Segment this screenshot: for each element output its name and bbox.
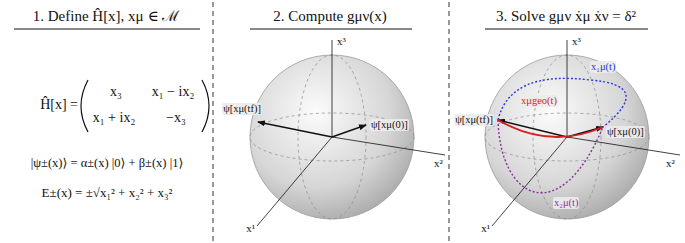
panel-divider (449, 2, 450, 241)
formula: E±(x) = ±√x₁² + x₂² + x₃² (42, 186, 173, 200)
axis-label: x² (434, 157, 443, 169)
state-label: ψ[xμ(0)] (606, 126, 645, 138)
bloch-sphere (485, 40, 680, 226)
matrix-entry: −x₃ (166, 110, 186, 125)
formula: Ĥ[x] = (40, 97, 78, 112)
path-label: x₂μ(t) (553, 197, 579, 209)
heading-underline (14, 29, 200, 30)
panel-divider (213, 2, 214, 241)
bloch-sphere (250, 40, 445, 226)
path-label: xμgeo(t) (520, 95, 558, 107)
state-label: ψ[xμ(0)] (370, 119, 409, 131)
path-curve (498, 78, 626, 127)
axis-label: x¹ (481, 222, 490, 234)
state-label: ψ[xμ(tf)] (454, 114, 494, 126)
panel-heading: 3. Solve gμν ẋμ ẋν = δ² (496, 8, 636, 25)
heading-underline (485, 29, 648, 30)
matrix-entry: x₁ + ix₂ (93, 110, 136, 125)
path-curve (498, 120, 603, 193)
state-label: ψ[xμ(tf)] (222, 103, 262, 115)
panel-heading: 1. Define Ĥ[x], xμ ∈ ℳ (33, 8, 180, 25)
geodesic-curve (498, 120, 603, 137)
formula: |ψ±(x)⟩ = α±(x) |0⟩ + β±(x) |1⟩ (31, 157, 184, 171)
panel-heading: 2. Compute gμν(x) (273, 8, 387, 25)
path-label: x₁μ(t) (590, 61, 616, 73)
matrix-entry: x₁ − ix₂ (152, 84, 195, 99)
heading-underline (250, 29, 412, 30)
matrix-bracket (202, 80, 209, 132)
matrix-entry: x₃ (110, 84, 122, 99)
axis-label: x² (666, 157, 675, 169)
axis-label: x³ (572, 35, 581, 47)
axis-label: x³ (337, 35, 346, 47)
matrix-bracket (81, 80, 88, 132)
axis-label: x¹ (246, 222, 255, 234)
